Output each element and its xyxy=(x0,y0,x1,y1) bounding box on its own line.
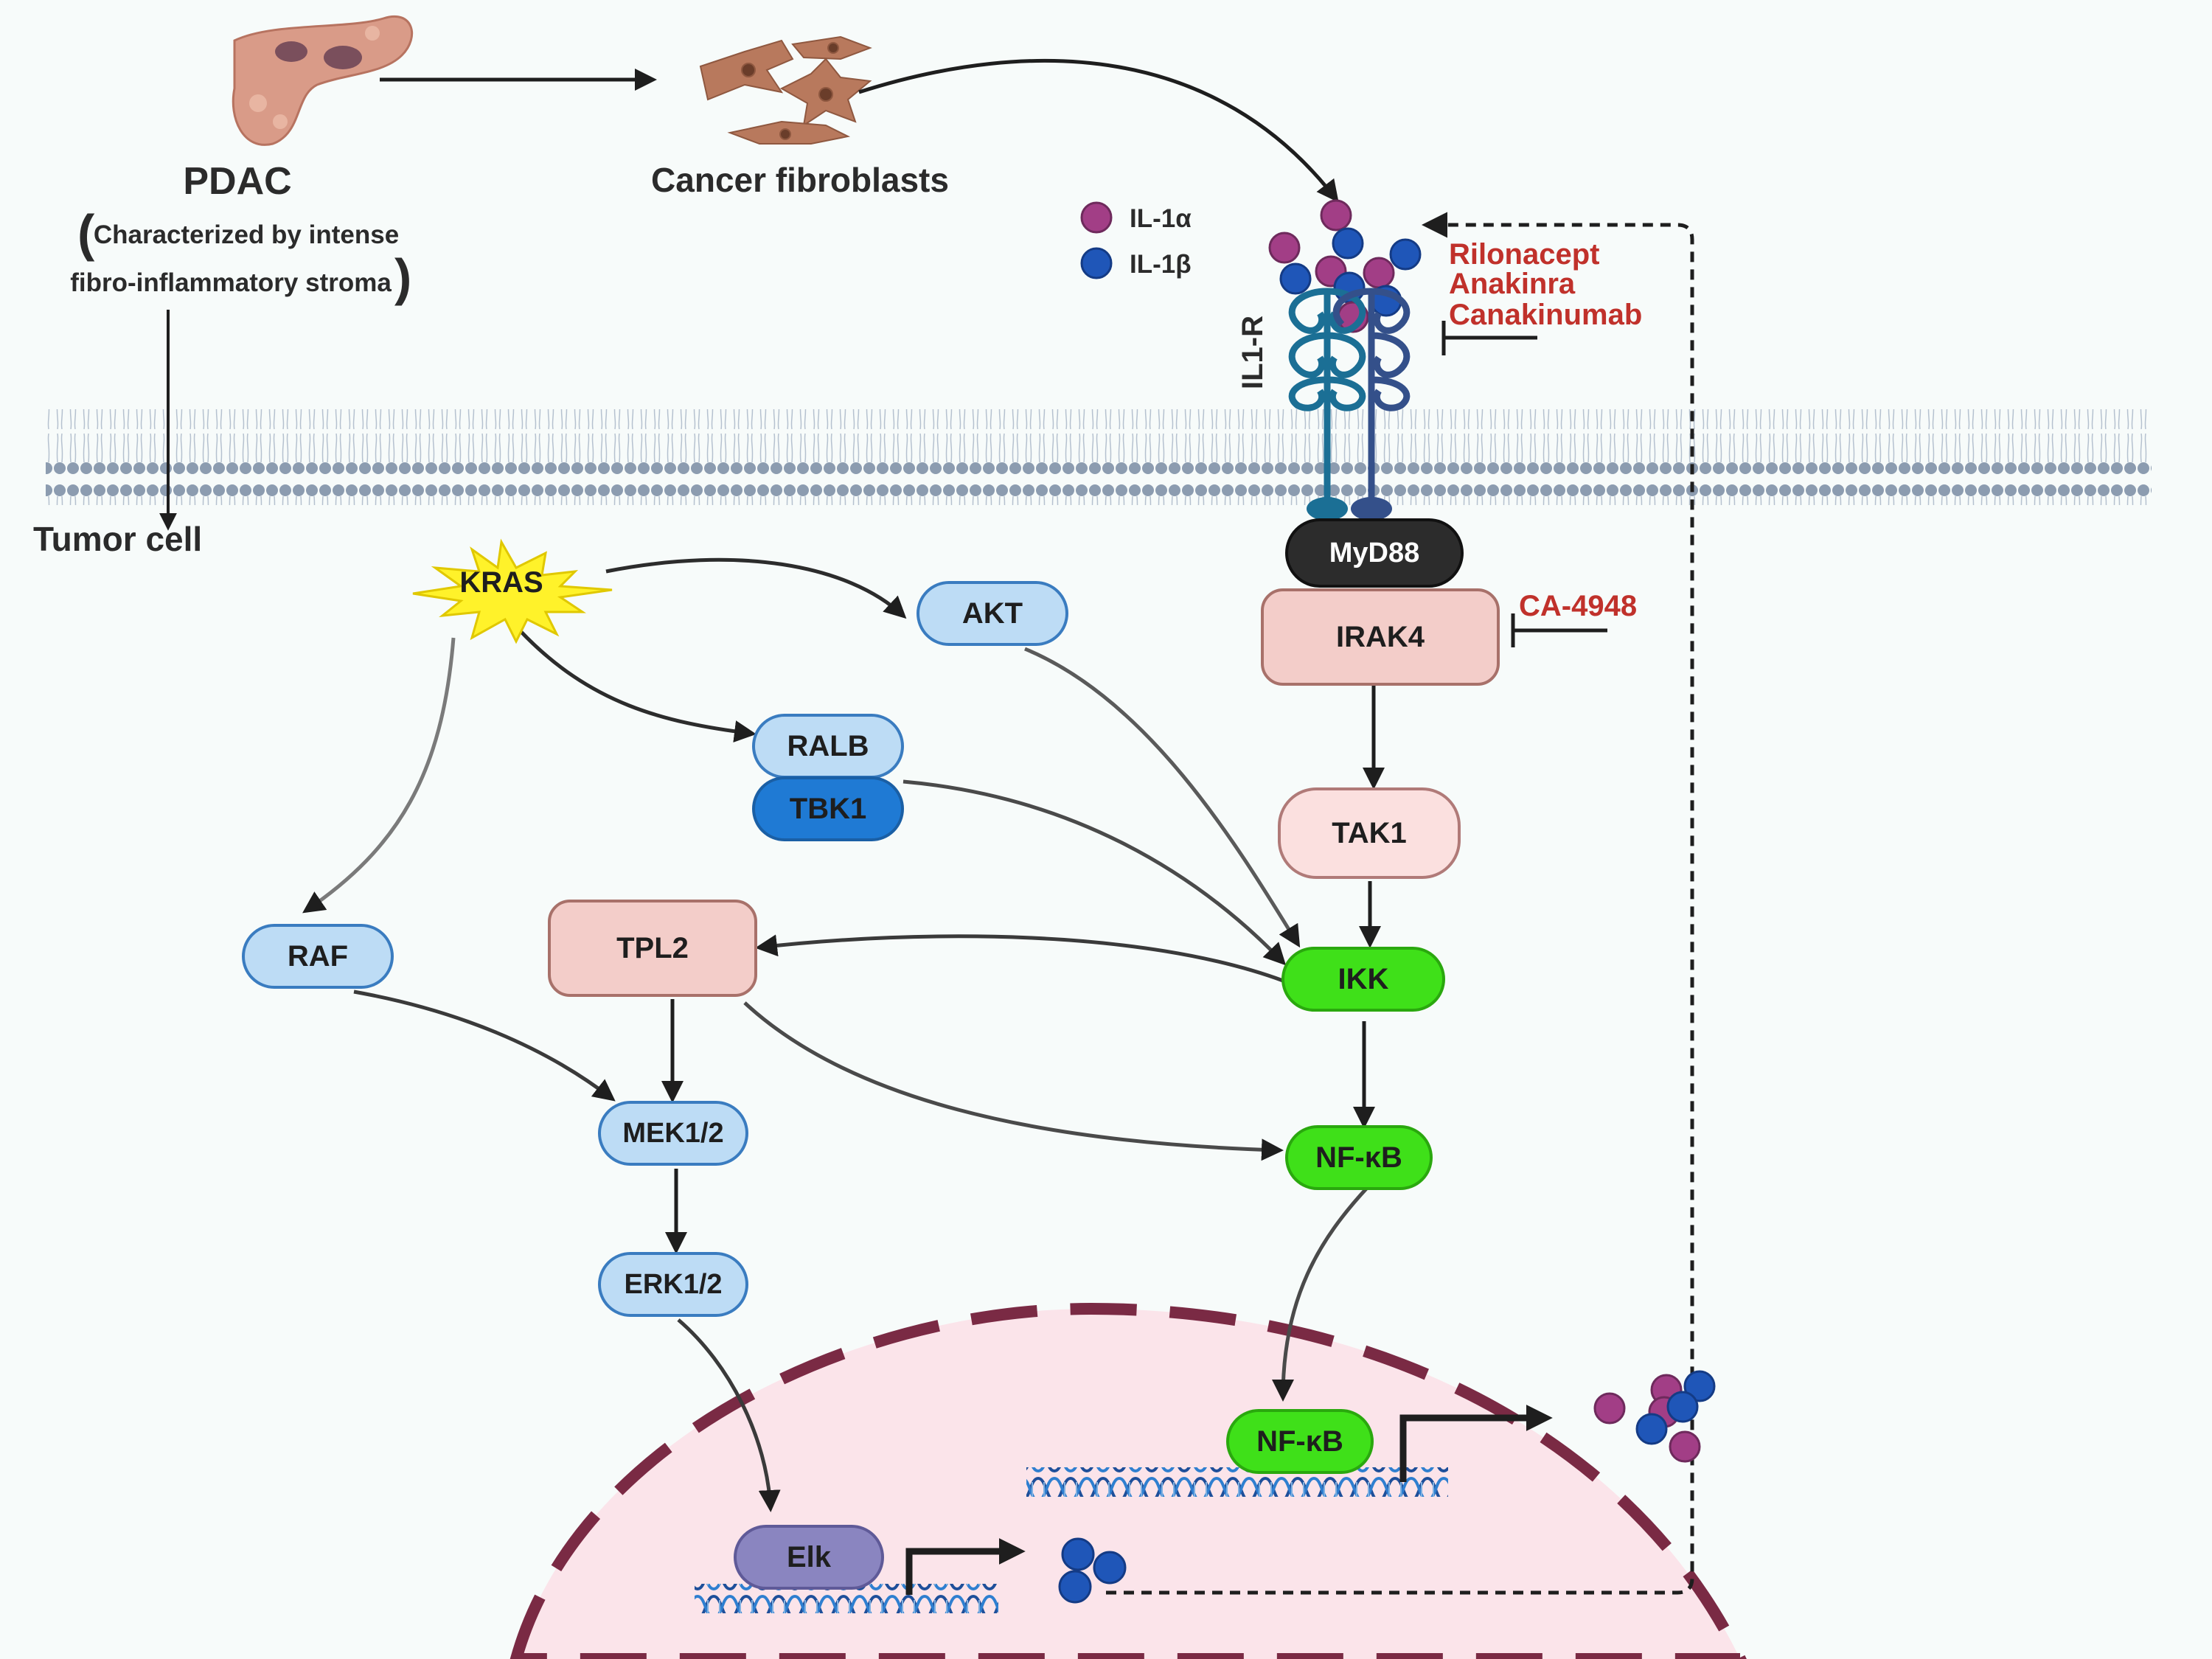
paren-open: ( xyxy=(77,204,95,262)
nfkb-nuclear-label: NF-κB xyxy=(1256,1425,1343,1458)
nfkb-nuclear-node: NF-κB xyxy=(1226,1409,1374,1474)
drug-anakinra: Anakinra xyxy=(1449,268,1576,300)
tpl2-label: TPL2 xyxy=(616,932,689,964)
myd88-node: MyD88 xyxy=(1285,518,1464,588)
transcription-arrow-elk xyxy=(905,1538,1026,1595)
inhibition-bar-receptor xyxy=(1441,321,1537,355)
erk-node: ERK1/2 xyxy=(598,1252,748,1317)
il1b-output-cluster xyxy=(1058,1537,1127,1604)
tumor-cell-label: Tumor cell xyxy=(33,520,202,558)
pdac-note-line1: Characterized by intense xyxy=(94,220,399,249)
tak1-node: TAK1 xyxy=(1278,787,1461,879)
arrow-raf-to-mek xyxy=(353,990,616,1102)
arrow-tbk1-to-ikk xyxy=(902,779,1287,966)
il1a-legend-label: IL-1α xyxy=(1130,204,1192,233)
arrow-ikk-to-tpl2 xyxy=(755,934,1284,983)
paren-close: ) xyxy=(394,248,411,306)
il1a-legend-dot xyxy=(1080,201,1113,234)
inhibition-bar-irak4 xyxy=(1511,613,1607,647)
drug-canakinumab: Canakinumab xyxy=(1449,299,1642,331)
tbk1-label: TBK1 xyxy=(790,793,866,825)
raf-node: RAF xyxy=(242,924,394,989)
arrow-erk-to-elk xyxy=(677,1318,781,1512)
tpl2-node: TPL2 xyxy=(548,900,757,997)
kras-label: KRAS xyxy=(459,566,543,599)
tbk1-node: TBK1 xyxy=(752,776,904,841)
tak1-label: TAK1 xyxy=(1332,817,1406,849)
drug-rilonacept: Rilonacept xyxy=(1449,238,1599,271)
dna-strand-nfkb xyxy=(1026,1467,1448,1497)
nfkb-node: NF-κB xyxy=(1285,1125,1433,1190)
irak4-label: IRAK4 xyxy=(1336,621,1425,653)
erk-label: ERK1/2 xyxy=(624,1269,722,1300)
arrow-kras-to-akt xyxy=(605,557,907,619)
arrow-tpl2-to-nfkb xyxy=(743,1001,1284,1161)
drug-ca4948: CA-4948 xyxy=(1519,590,1637,622)
feedback-dashed-loop xyxy=(1106,212,1694,1595)
arrow-nfkb-to-nucleus xyxy=(1272,1186,1369,1402)
transcription-arrow-nfkb xyxy=(1399,1405,1553,1482)
ikk-node: IKK xyxy=(1281,947,1445,1012)
irak4-node: IRAK4 xyxy=(1261,588,1500,686)
elk-label: Elk xyxy=(787,1541,832,1573)
arrow-fibroblasts-to-receptor xyxy=(858,58,1339,203)
raf-label: RAF xyxy=(288,940,348,973)
fibroblast-illustration xyxy=(699,35,872,145)
pdac-label: PDAC xyxy=(183,160,291,203)
ralb-label: RALB xyxy=(787,730,869,762)
mek-label: MEK1/2 xyxy=(622,1118,723,1149)
il1-receptor xyxy=(1288,288,1411,521)
il1-output-cluster xyxy=(1593,1370,1716,1463)
nfkb-label: NF-κB xyxy=(1315,1141,1402,1174)
il1b-legend-label: IL-1β xyxy=(1130,250,1192,279)
arrow-kras-to-ralb xyxy=(518,629,757,742)
ralb-node: RALB xyxy=(752,714,904,779)
mek-node: MEK1/2 xyxy=(598,1101,748,1166)
cell-membrane xyxy=(46,409,2152,505)
akt-node: AKT xyxy=(917,581,1068,646)
myd88-label: MyD88 xyxy=(1329,538,1420,568)
elk-node: Elk xyxy=(734,1525,884,1590)
il1-receptor-label: IL1-R xyxy=(1237,316,1269,389)
pancreas-illustration xyxy=(232,15,414,146)
arrow-kras-to-raf xyxy=(302,637,456,914)
pdac-note-line2: fibro-inflammatory stroma xyxy=(70,268,392,297)
akt-label: AKT xyxy=(962,597,1023,630)
fibroblasts-label: Cancer fibroblasts xyxy=(651,161,949,199)
ikk-label: IKK xyxy=(1338,963,1389,995)
kras-node: KRAS xyxy=(412,538,613,644)
arrow-akt-to-ikk xyxy=(1024,647,1301,948)
il1b-legend-dot xyxy=(1080,247,1113,279)
